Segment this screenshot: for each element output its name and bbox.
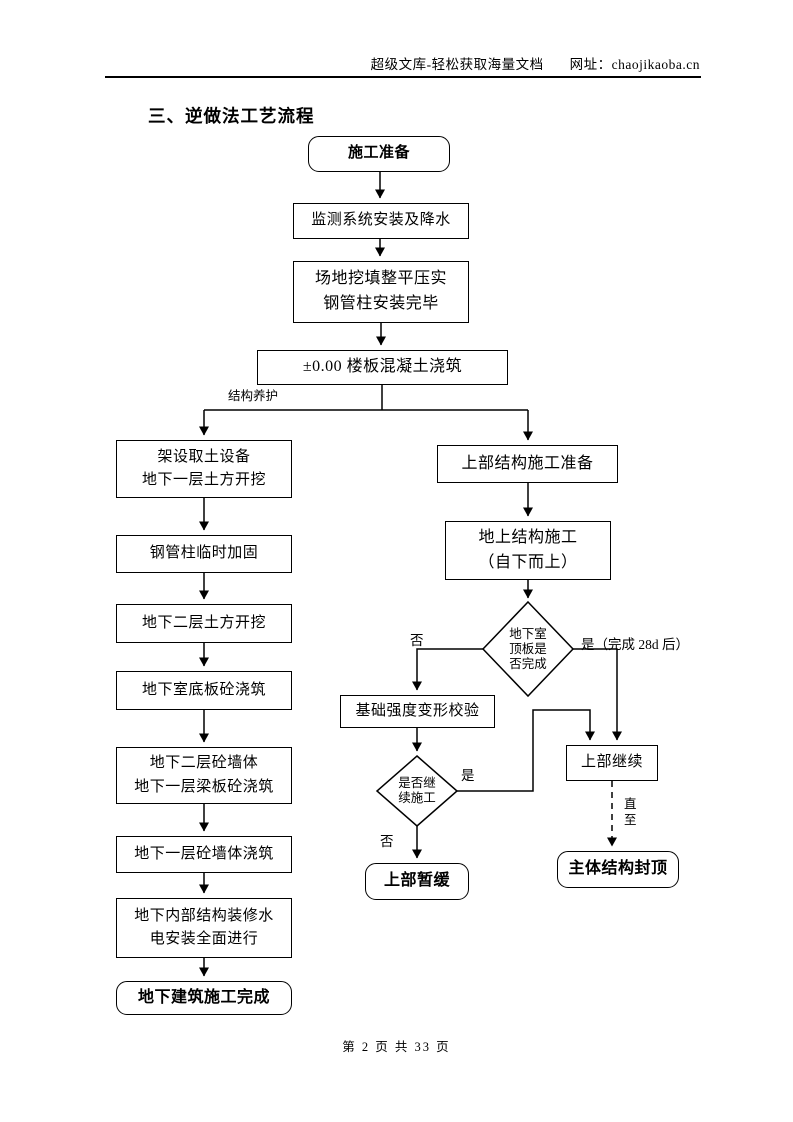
section-title: 三、逆做法工艺流程 [148,106,315,126]
edge-decision1-yes-continue [573,648,622,741]
node-main-structure-topout: 主体结构封顶 [557,851,679,888]
node-upper-pause: 上部暂缓 [365,863,469,900]
edge-label-decision2-no: 否 [380,834,394,849]
node-soil-equipment-excavation-b1: 架设取土设备 地下一层土方开挖 [116,440,292,498]
node-b1-wall-concrete: 地下一层砼墙体浇筑 [116,836,292,873]
node-interior-finishing-mep: 地下内部结构装修水 电安装全面进行 [116,898,292,958]
node-excavation-b2: 地下二层土方开挖 [116,604,292,643]
node-steel-column-bracing: 钢管柱临时加固 [116,535,292,573]
header-site-text: 超级文库-轻松获取海量文档 [370,57,544,72]
node-above-ground-construction: 地上结构施工 （自下而上） [445,521,611,580]
node-zero-slab-concrete: ±0.00 楼板混凝土浇筑 [257,350,508,385]
edge-label-structure-curing: 结构养护 [228,389,279,403]
node-foundation-strength-check: 基础强度变形校验 [340,695,495,728]
decision-continue-shape [375,755,459,827]
node-superstructure-preparation: 上部结构施工准备 [437,445,618,483]
node-construction-preparation: 施工准备 [308,136,450,172]
node-site-leveling-steel-columns: 场地挖填整平压实 钢管柱安装完毕 [293,261,469,323]
node-b2-walls-b1-beams: 地下二层砼墙体 地下一层梁板砼浇筑 [116,747,292,804]
edge-decision1-no-check [412,648,483,691]
header-rule [105,76,701,78]
node-monitoring-dewatering: 监测系统安装及降水 [293,203,469,239]
edge-decision2-yes-continue [457,709,595,792]
node-basement-base-slab: 地下室底板砼浇筑 [116,671,292,710]
edge-label-decision1-yes: 是（完成 28d 后） [581,637,689,652]
node-upper-continue: 上部继续 [566,745,658,781]
edge-label-decision2-yes: 是 [461,768,475,783]
edge-label-decision1-no: 否 [410,633,424,648]
header-url-text: 网址：chaojikaoba.cn [569,57,700,72]
edge-label-until: 直 至 [624,797,637,827]
page-header: 超级文库-轻松获取海量文档 网址：chaojikaoba.cn [371,53,700,73]
decision-roof-complete-label: 地下室 顶板是 否完成 [509,627,547,671]
page-footer: 第 2 页 共 33 页 [342,1040,451,1054]
decision-roof-complete-shape [481,600,575,698]
decision-continue-label: 是否继 续施工 [398,776,436,805]
node-underground-complete: 地下建筑施工完成 [116,981,292,1015]
